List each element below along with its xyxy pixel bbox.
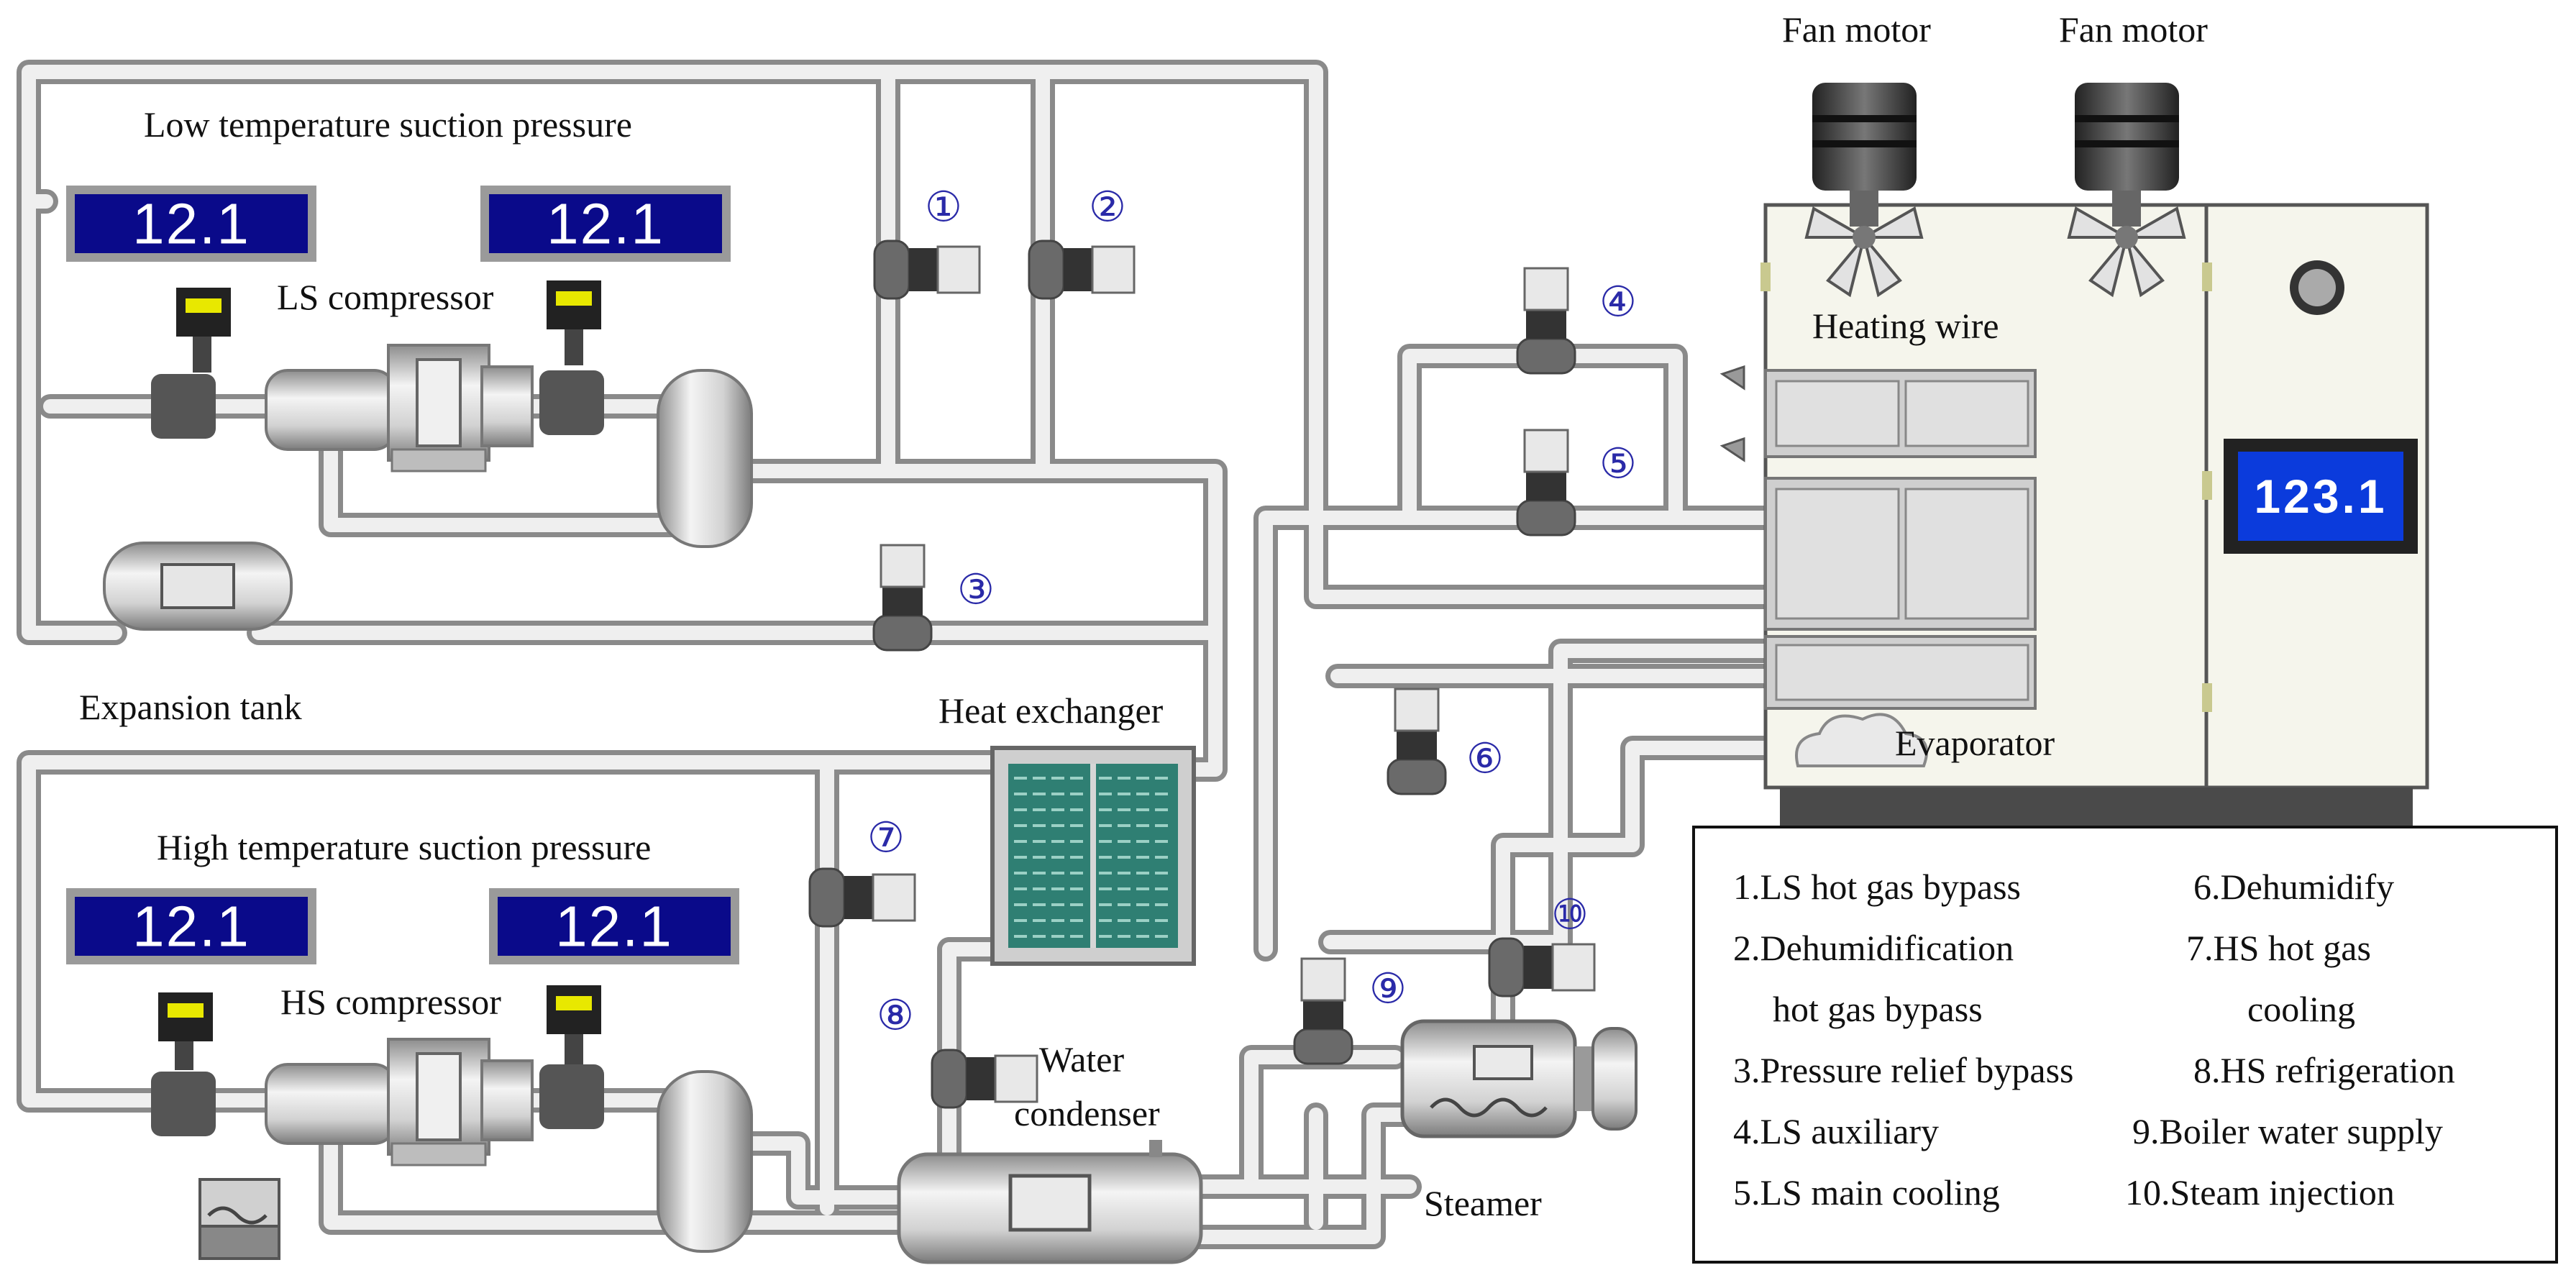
svg-text:12.1: 12.1 — [555, 895, 673, 959]
svg-text:12.1: 12.1 — [132, 192, 250, 256]
label-expansion-tank: Expansion tank — [79, 687, 302, 727]
water-condenser — [897, 1140, 1203, 1264]
label-water-condenser-1: Water — [1039, 1039, 1124, 1079]
legend-item-9: 9.Boiler water supply — [2132, 1111, 2443, 1151]
label-fan-motor-2: Fan motor — [2059, 9, 2208, 50]
label-steamer: Steamer — [1424, 1183, 1542, 1223]
label-low-temp-suction-pressure: Low temperature suction pressure — [144, 104, 632, 145]
steamer — [1400, 1019, 1638, 1138]
ls-compressor — [265, 344, 534, 472]
legend-item-1: 1.LS hot gas bypass — [1733, 867, 2021, 907]
label-heat-exchanger: Heat exchanger — [938, 690, 1164, 731]
valve-number-2: ② — [1089, 184, 1126, 231]
solenoid-valve-6 — [1387, 688, 1447, 795]
valve-number-3: ③ — [957, 567, 995, 613]
low-temp-display-left: 12.1 — [66, 186, 316, 262]
label-hs-compressor: HS compressor — [280, 982, 501, 1022]
ls-suction-gauge-left — [151, 288, 231, 439]
solenoid-valves — [808, 239, 1596, 1109]
fan-motor-2 — [2075, 83, 2179, 227]
solenoid-valve-4 — [1516, 267, 1576, 375]
legend-item-2: 2.Dehumidification — [1733, 928, 2014, 968]
legend-box: 1.LS hot gas bypass 2.Dehumidification h… — [1692, 826, 2558, 1264]
valve-number-5: ⑤ — [1599, 441, 1637, 488]
hs-suction-gauge-left — [151, 992, 216, 1136]
solenoid-valve-9 — [1293, 957, 1353, 1065]
legend-item-4: 4.LS auxiliary — [1733, 1111, 1939, 1151]
ls-receiver-tank — [657, 369, 753, 548]
valve-number-9: ⑨ — [1369, 966, 1407, 1013]
high-temp-display-left: 12.1 — [66, 888, 316, 964]
valve-number-4: ④ — [1599, 279, 1637, 326]
valve-number-10: ⑩ — [1551, 892, 1589, 939]
svg-text:123.1: 123.1 — [2254, 470, 2387, 523]
solenoid-valve-2 — [1028, 239, 1136, 300]
ls-discharge-gauge-right — [539, 280, 604, 435]
solenoid-valve-7 — [808, 867, 916, 928]
legend-item-5: 5.LS main cooling — [1733, 1172, 2000, 1213]
valve-number-1: ① — [925, 184, 962, 231]
label-fan-motor-1: Fan motor — [1782, 9, 1931, 50]
legend-item-7-cont: cooling — [2247, 989, 2355, 1029]
valve-number-7: ⑦ — [867, 815, 905, 862]
label-high-temp-suction-pressure: High temperature suction pressure — [157, 827, 651, 867]
legend-item-8: 8.HS refrigeration — [2193, 1050, 2455, 1090]
legend-item-6: 6.Dehumidify — [2193, 867, 2394, 907]
solenoid-valve-10 — [1488, 937, 1596, 997]
hs-compressor — [265, 1038, 534, 1166]
legend-item-10: 10.Steam injection — [2125, 1172, 2395, 1213]
fan-icon-1 — [1804, 206, 1924, 298]
low-temp-display-right: 12.1 — [480, 186, 731, 262]
hs-discharge-gauge-right — [539, 985, 604, 1129]
label-heating-wire: Heating wire — [1812, 306, 1999, 346]
svg-text:12.1: 12.1 — [547, 192, 664, 256]
fan-icon-2 — [2067, 206, 2186, 298]
legend-item-7: 7.HS hot gas — [2186, 928, 2371, 968]
heat-exchanger — [990, 746, 1196, 966]
label-water-condenser-2: condenser — [1014, 1093, 1160, 1133]
svg-text:12.1: 12.1 — [132, 895, 250, 959]
test-chamber: 123.1 — [1719, 203, 2429, 827]
label-ls-compressor: LS compressor — [277, 277, 494, 317]
solenoid-valve-1 — [873, 239, 981, 300]
valve-number-labels: ① ② ③ ④ ⑤ ⑥ ⑦ ⑧ ⑨ ⑩ — [867, 184, 1637, 1039]
hs-receiver-tank — [657, 1070, 753, 1253]
legend-item-3: 3.Pressure relief bypass — [1733, 1050, 2074, 1090]
label-evaporator: Evaporator — [1895, 723, 2055, 763]
solenoid-valve-3 — [872, 544, 933, 652]
valve-number-6: ⑥ — [1466, 736, 1504, 782]
solenoid-valve-5 — [1516, 429, 1576, 537]
fan-motor-1 — [1812, 83, 1917, 227]
high-temp-display-right: 12.1 — [489, 888, 739, 964]
solenoid-valve-8 — [931, 1049, 1038, 1109]
oil-tray-icon — [198, 1178, 280, 1260]
expansion-tank — [103, 542, 293, 631]
valve-number-8: ⑧ — [877, 992, 914, 1039]
legend-item-2-cont: hot gas bypass — [1773, 989, 1983, 1029]
